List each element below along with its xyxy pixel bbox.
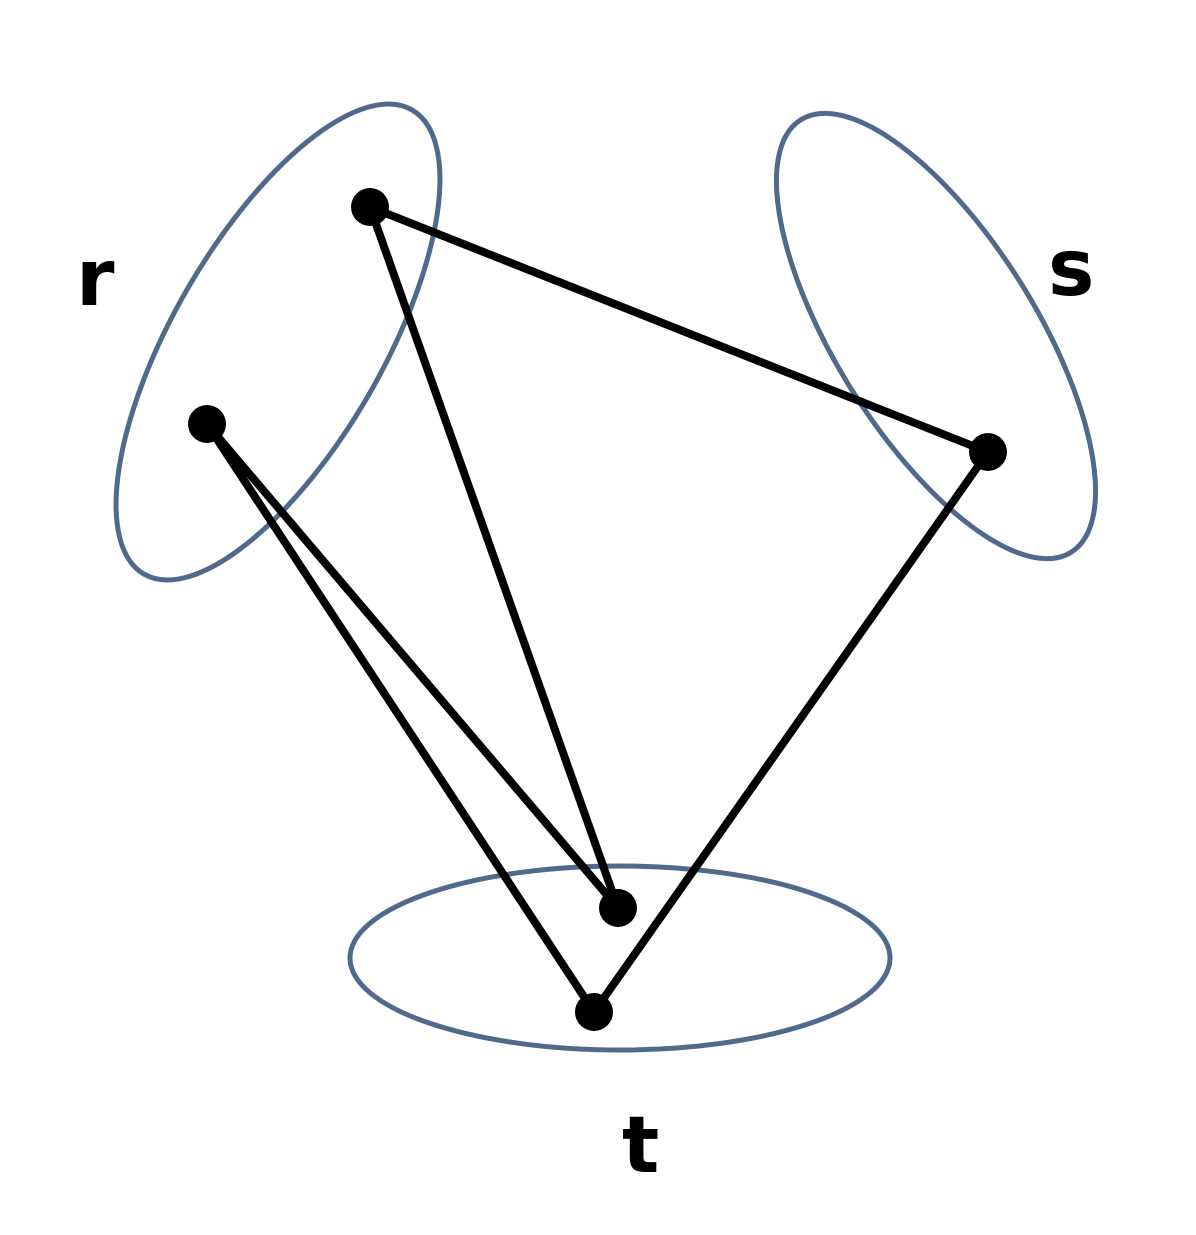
vertex-r1 (351, 188, 389, 226)
edges (203, 203, 992, 1016)
vertex-r2 (188, 405, 226, 443)
group-label-r: r (76, 234, 115, 324)
edge-r1-t1 (366, 203, 622, 912)
group-ellipse-s (773, 110, 1099, 562)
group-labels: r s t (76, 224, 1094, 1191)
vertex-t2 (575, 993, 613, 1031)
vertex-t1 (599, 889, 637, 927)
edge-r2-t1 (203, 420, 622, 912)
edge-r2-t2 (203, 420, 598, 1016)
group-ellipses (113, 101, 1099, 1053)
edge-s1-t2 (590, 448, 992, 1016)
vertices (188, 188, 1007, 1031)
group-ellipse-r (113, 101, 443, 583)
group-label-s: s (1048, 224, 1094, 314)
group-label-t: t (622, 1101, 659, 1191)
group-ellipse-t (347, 863, 893, 1053)
edge-r1-s1 (366, 203, 992, 456)
vertex-s1 (969, 433, 1007, 471)
